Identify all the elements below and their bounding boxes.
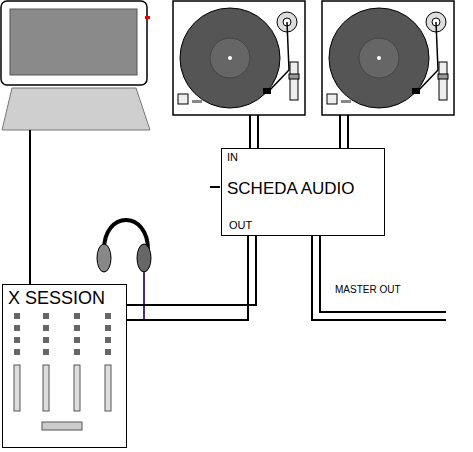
laptop-keyboard [2,88,150,130]
output-label: MASTER OUT [335,285,401,295]
turntable [322,1,454,115]
connector-tick [210,186,220,188]
node-text: IN [227,152,238,163]
node-text: OUT [229,220,252,231]
laptop-led [145,16,150,19]
phono-cable [250,115,348,148]
node-text: X SESSION [8,289,105,307]
turntable [173,1,305,115]
usb-cable [29,130,31,284]
laptop-screen [1,1,147,85]
master-cable [312,236,446,320]
laptop-display [10,9,137,75]
mixer-controls [14,313,111,430]
mixer-box: X SESSION [2,284,127,448]
audio-cable [127,236,256,320]
audio-interface-box: IN SCHEDA AUDIO OUT [221,148,385,236]
node-text: SCHEDA AUDIO [227,180,355,197]
